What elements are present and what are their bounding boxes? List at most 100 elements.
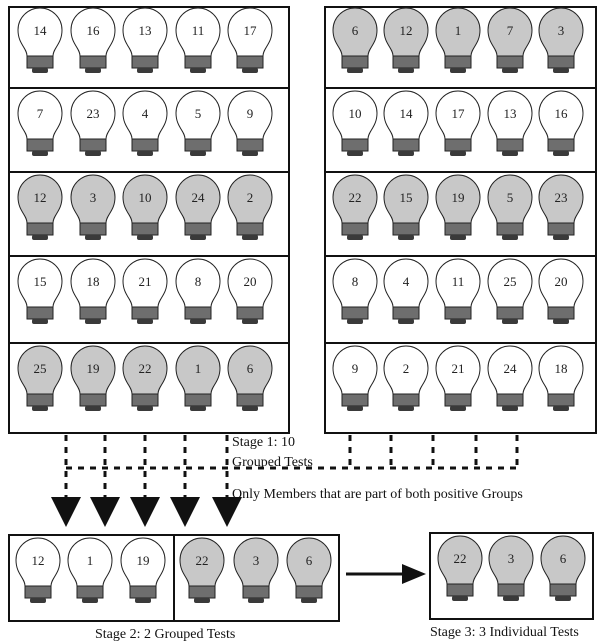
bulb-tip (452, 596, 468, 601)
bulb-number: 6 (306, 553, 313, 568)
bulb: 24 (175, 174, 221, 240)
bulb-tip (194, 598, 210, 603)
bulb-glass (175, 258, 221, 308)
bulb-number: 12 (32, 553, 45, 568)
bulb-base (446, 583, 474, 597)
bulb-glass (227, 7, 273, 57)
bulb-base (547, 55, 575, 69)
bulb-number: 11 (192, 23, 205, 38)
bulb-number: 12 (400, 23, 413, 38)
bulb-tip (32, 68, 48, 73)
bulb-tip (450, 235, 466, 240)
bulb-base (79, 393, 107, 407)
bulb-number: 5 (507, 190, 514, 205)
bulb: 22 (437, 535, 483, 601)
bulb-tip (135, 598, 151, 603)
bulb-base (341, 393, 369, 407)
stage1-label-line1: Stage 1: 10 (232, 435, 295, 450)
bulb-tip (450, 68, 466, 73)
bulb-number: 5 (195, 106, 202, 121)
bulb-number: 2 (247, 190, 254, 205)
bulb-glass (17, 90, 63, 140)
bulb-tip (502, 235, 518, 240)
bulb-tip (301, 598, 317, 603)
bulb-number: 21 (452, 361, 465, 376)
bulb: 5 (487, 174, 533, 240)
bulb: 12 (17, 174, 63, 240)
bulb-number: 19 (137, 553, 150, 568)
bulb: 10 (122, 174, 168, 240)
bulb-glass (383, 90, 429, 140)
bulb: 20 (538, 258, 584, 324)
bulb-tip (137, 406, 153, 411)
bulb-base (444, 306, 472, 320)
bulb: 14 (17, 7, 63, 73)
bulb-glass (233, 537, 279, 587)
bulb-tip (32, 235, 48, 240)
bulb-glass (435, 345, 481, 395)
bulb-glass (332, 90, 378, 140)
bulb: 4 (122, 90, 168, 156)
bulb-base (79, 138, 107, 152)
bulb: 21 (122, 258, 168, 324)
bulb-tip (32, 319, 48, 324)
bulb-number: 3 (90, 190, 97, 205)
bulb-base (236, 222, 264, 236)
bulb-glass (17, 345, 63, 395)
bulb-glass (488, 535, 534, 585)
bulb: 15 (17, 258, 63, 324)
bulb-base (188, 585, 216, 599)
bulb-tip (190, 235, 206, 240)
bulb: 12 (383, 7, 429, 73)
bulb-glass (332, 345, 378, 395)
bulb-tip (85, 151, 101, 156)
bulb-base (392, 138, 420, 152)
bulb-number: 8 (195, 274, 202, 289)
bulb-tip (398, 151, 414, 156)
bulb: 17 (227, 7, 273, 73)
bulb-glass (487, 345, 533, 395)
bulb-tip (450, 151, 466, 156)
bulb-glass (122, 258, 168, 308)
bulb: 8 (332, 258, 378, 324)
bulb-tip (553, 151, 569, 156)
bulb-glass (120, 537, 166, 587)
bulb-glass (538, 7, 584, 57)
bulb-number: 8 (352, 274, 359, 289)
bulb-base (496, 222, 524, 236)
bulb-glass (122, 345, 168, 395)
bulb-number: 10 (349, 106, 362, 121)
bulb-base (184, 393, 212, 407)
bulb-number: 11 (452, 274, 465, 289)
bulb-base (392, 222, 420, 236)
bulb: 3 (70, 174, 116, 240)
bulb-number: 4 (142, 106, 149, 121)
bulb: 1 (67, 537, 113, 603)
bulb-number: 21 (139, 274, 152, 289)
bulb-tip (347, 406, 363, 411)
bulb-number: 20 (555, 274, 568, 289)
bulb-tip (347, 235, 363, 240)
bulb-base (79, 222, 107, 236)
bulb-base (26, 138, 54, 152)
bulb-glass (227, 345, 273, 395)
bulb-tip (82, 598, 98, 603)
bulb-base (496, 138, 524, 152)
bulb: 6 (332, 7, 378, 73)
bulb-number: 18 (555, 361, 568, 376)
bulb-glass (175, 345, 221, 395)
bulb-base (341, 306, 369, 320)
bulb-base (184, 55, 212, 69)
left-panel (8, 6, 290, 434)
bulb: 2 (227, 174, 273, 240)
bulb: 9 (332, 345, 378, 411)
bulb-glass (435, 7, 481, 57)
bulb-number: 6 (247, 361, 254, 376)
bulb-tip (450, 319, 466, 324)
bulb: 3 (538, 7, 584, 73)
bulb-base (131, 222, 159, 236)
bulb-base (184, 222, 212, 236)
bulb-base (444, 393, 472, 407)
bulb-glass (538, 258, 584, 308)
